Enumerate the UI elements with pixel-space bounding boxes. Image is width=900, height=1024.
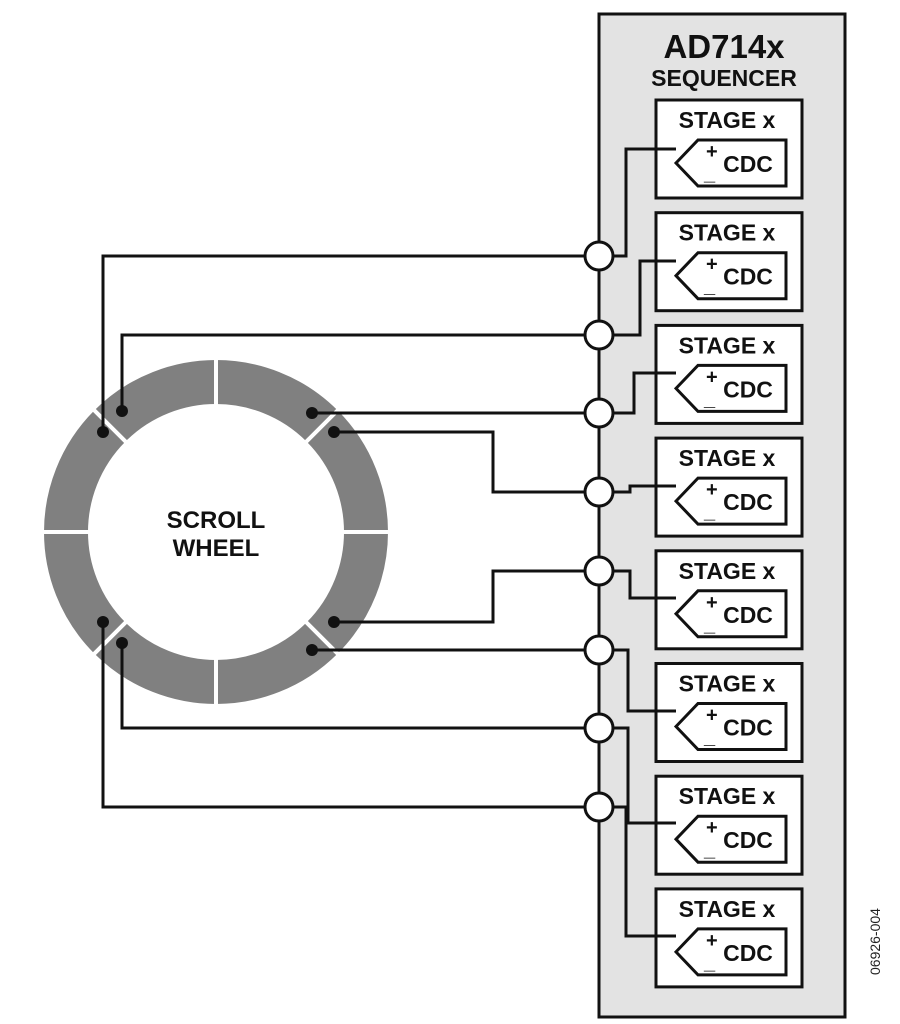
cdc-plus: + (706, 479, 718, 501)
scroll-wheel: SCROLL WHEEL (40, 356, 392, 708)
wire-dot (328, 616, 340, 628)
cdc-plus: + (706, 930, 718, 952)
cdc-minus: _ (703, 839, 716, 861)
internal-wire-3 (614, 371, 676, 415)
cdc-minus: _ (703, 501, 716, 523)
wire-dots (97, 405, 340, 656)
connection-wires (101, 254, 584, 809)
cdc-label: CDC (723, 827, 773, 853)
chip-title: AD714x (663, 28, 785, 65)
stage-label: STAGE x (679, 332, 776, 358)
stage-label: STAGE x (679, 671, 776, 697)
stage-label: STAGE x (679, 896, 776, 922)
stage-box: STAGE x +_ CDC (654, 211, 804, 313)
cdc-label: CDC (723, 489, 773, 515)
cdc-label: CDC (723, 376, 773, 402)
stage-label: STAGE x (679, 445, 776, 471)
chip-subtitle: SEQUENCER (651, 65, 797, 91)
cdc-symbol (673, 927, 788, 977)
cdc-symbol (673, 814, 788, 864)
wire-dot (97, 616, 109, 628)
cdc-label: CDC (723, 602, 773, 628)
chip-pin (583, 319, 615, 351)
internal-wires (614, 147, 676, 938)
cdc-minus: _ (703, 614, 716, 636)
cdc-minus: _ (703, 952, 716, 974)
internal-wire-5 (614, 569, 676, 600)
stage-box: STAGE x +_ CDC (654, 98, 804, 200)
stage-label: STAGE x (679, 783, 776, 809)
wire-segment-4 (334, 430, 584, 494)
cdc-symbol (673, 251, 788, 301)
chip-pin (583, 634, 615, 666)
cdc-minus: _ (703, 388, 716, 410)
stage-box: STAGE x +_ CDC (654, 887, 804, 989)
cdc-label: CDC (723, 715, 773, 741)
cdc-plus: + (706, 141, 718, 163)
scroll-wheel-label-line1: SCROLL (167, 507, 266, 534)
internal-wire-6 (614, 648, 676, 713)
cdc-symbol (673, 476, 788, 526)
wire-dot (116, 637, 128, 649)
cdc-label: CDC (723, 940, 773, 966)
cdc-minus: _ (703, 276, 716, 298)
cdc-symbol (673, 589, 788, 639)
chip-pin (583, 240, 615, 272)
stage-box: STAGE x +_ CDC (654, 323, 804, 425)
wire-segment-7 (120, 643, 584, 730)
chip-pin (583, 476, 615, 508)
chip-pin (583, 397, 615, 429)
internal-wire-2 (614, 259, 676, 337)
scroll-wheel-label-line2: WHEEL (173, 535, 260, 562)
cdc-plus: + (706, 254, 718, 276)
cdc-label: CDC (723, 151, 773, 177)
cdc-plus: + (706, 366, 718, 388)
wire-dot (328, 426, 340, 438)
internal-wire-7 (614, 726, 676, 825)
wire-dot (306, 644, 318, 656)
stage-box: STAGE x +_ CDC (654, 662, 804, 763)
figure-id: 06926-004 (867, 908, 883, 975)
chip-pin (583, 791, 615, 823)
wheel-segment-divider (90, 618, 130, 658)
stage-label: STAGE x (679, 107, 776, 133)
cdc-symbol (673, 138, 788, 188)
cdc-plus: + (706, 592, 718, 614)
cdc-minus: _ (703, 727, 716, 749)
wheel-segment-divider (90, 406, 130, 446)
wire-segment-1 (101, 254, 584, 432)
chip-pin (583, 555, 615, 587)
cdc-plus: + (706, 817, 718, 839)
cdc-symbol (673, 702, 788, 751)
stage-box: STAGE x +_ CDC (654, 549, 804, 651)
chip-pin (583, 712, 615, 744)
wire-dot (97, 426, 109, 438)
wire-segment-2 (120, 333, 584, 411)
internal-wire-8 (614, 805, 676, 938)
wire-dot (306, 407, 318, 419)
stage-label: STAGE x (679, 220, 776, 246)
internal-wire-1 (614, 147, 676, 258)
wire-segment-8 (101, 622, 584, 809)
stage-label: STAGE x (679, 558, 776, 584)
wire-segment-5 (334, 569, 584, 624)
stage-box: STAGE x +_ CDC (654, 774, 804, 876)
internal-wire-4 (614, 484, 676, 494)
cdc-plus: + (706, 705, 718, 727)
cdc-symbol (673, 363, 788, 413)
wire-dot (116, 405, 128, 417)
chip-pins (583, 240, 615, 823)
cdc-label: CDC (723, 264, 773, 290)
stage-box: STAGE x +_ CDC (654, 436, 804, 538)
cdc-minus: _ (703, 163, 716, 185)
